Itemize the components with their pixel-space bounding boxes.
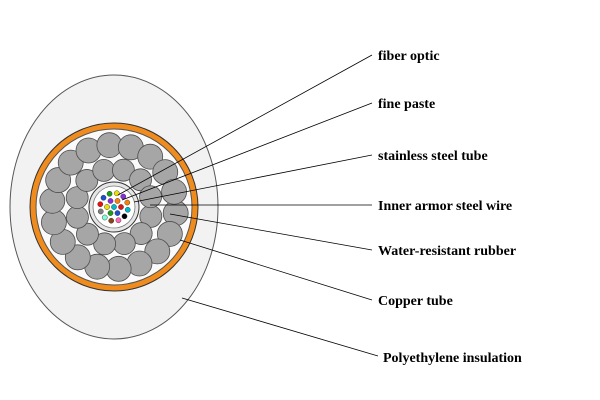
optical-fiber	[104, 204, 110, 210]
armor-steel-wire	[75, 169, 99, 192]
optical-fiber	[107, 210, 114, 216]
optical-fiber	[97, 201, 104, 208]
optical-fiber	[106, 190, 113, 197]
optical-fiber	[97, 208, 104, 215]
optical-fiber	[111, 204, 117, 210]
optical-fiber	[114, 198, 121, 204]
armor-steel-wire	[57, 149, 84, 176]
optical-fiber	[101, 214, 108, 221]
label-polyethylene-insulation: Polyethylene insulation	[383, 351, 522, 366]
label-copper-tube: Copper tube	[378, 294, 453, 309]
armor-steel-wire	[76, 222, 99, 246]
optical-fiber	[107, 198, 114, 204]
label-fiber-optic: fiber optic	[378, 49, 440, 64]
optical-fiber	[124, 199, 131, 206]
armor-steel-wire	[112, 232, 136, 255]
armor-steel-wire	[65, 186, 89, 210]
armor-steel-wire	[144, 238, 171, 265]
leader-line-fiber-optic	[117, 54, 373, 196]
armor-steel-wire	[93, 232, 116, 256]
inner-armor-steel-wires-outer	[39, 132, 189, 282]
optical-fiber	[124, 206, 131, 213]
leader-line-stainless-steel-tube	[133, 154, 373, 203]
inner-armor-steel-wires-inner	[65, 158, 163, 256]
optical-fiber	[108, 217, 115, 224]
leader-line-water-resistant-rubber	[169, 213, 373, 251]
armor-steel-wire	[112, 158, 135, 182]
leader-line-copper-tube	[179, 239, 373, 301]
label-stainless-steel-tube: stainless steel tube	[378, 149, 488, 164]
armor-steel-wire	[92, 159, 116, 182]
leader-line-polyethylene-insulation	[181, 297, 379, 357]
optical-fiber	[100, 194, 107, 201]
leader-line-fine-paste	[121, 102, 373, 201]
optical-fiber	[121, 213, 128, 220]
label-fine-paste: fine paste	[378, 97, 435, 112]
label-inner-armor-steel-wire: Inner armor steel wire	[378, 199, 512, 214]
optical-fiber	[118, 204, 124, 210]
fiber-optic-bundle	[97, 190, 131, 224]
label-water-resistant-rubber: Water-resistant rubber	[378, 244, 516, 259]
optical-fiber	[114, 210, 121, 216]
optical-fiber	[115, 217, 122, 224]
armor-steel-wire	[66, 205, 89, 229]
optical-fiber	[120, 193, 127, 200]
armor-steel-wire	[129, 222, 153, 245]
